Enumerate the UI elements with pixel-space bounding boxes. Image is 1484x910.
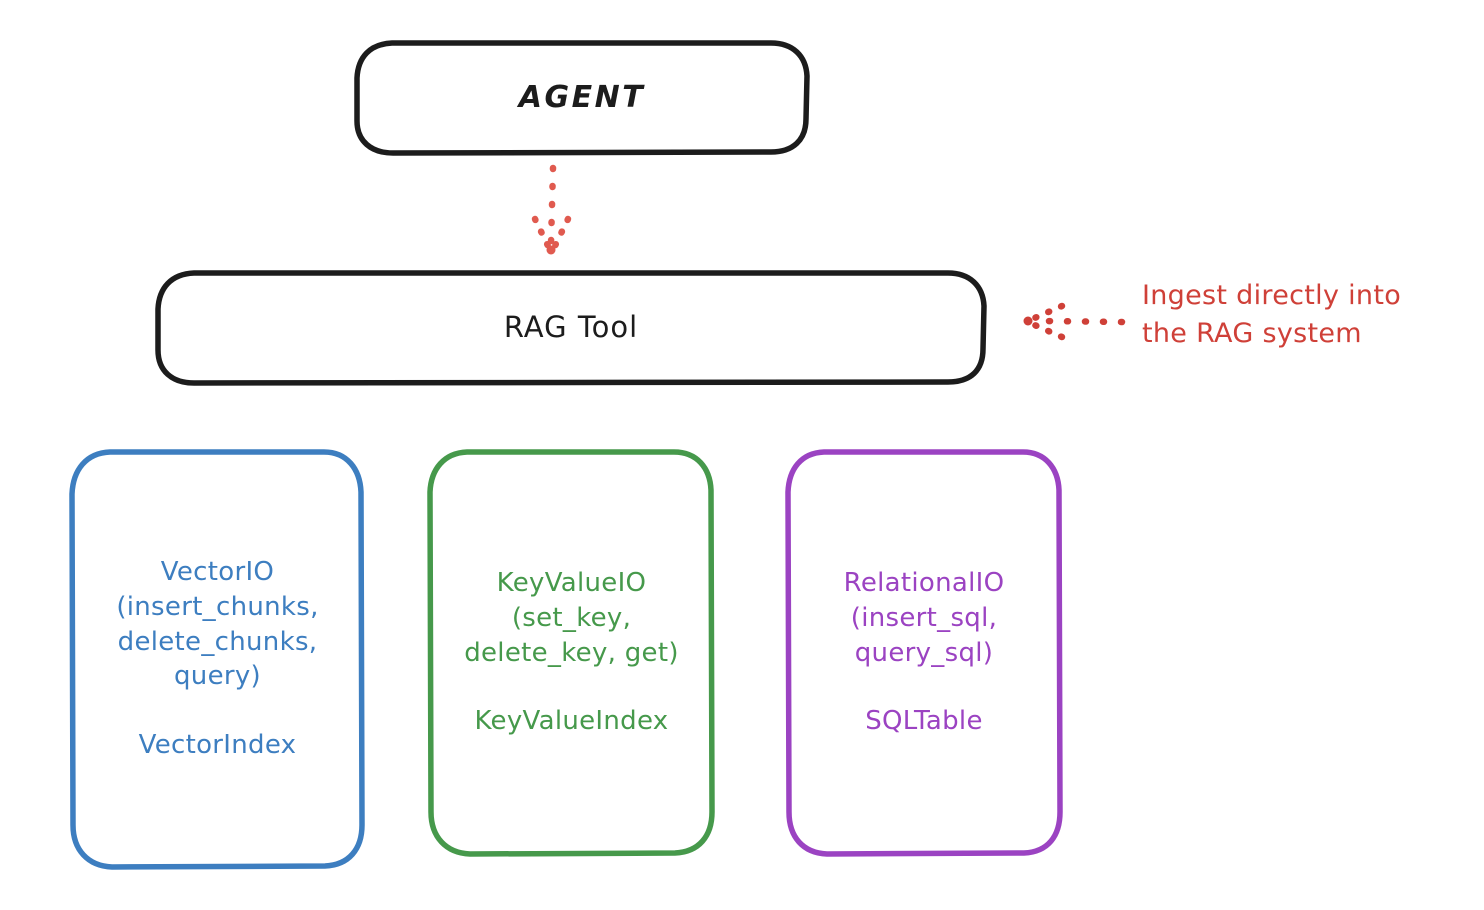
keyvalueio-node[interactable]: KeyValueIO (set_key, delete_key, get) Ke… (430, 450, 713, 855)
agent-to-rag-tool-arrow (531, 164, 572, 255)
agent-box-outline (354, 40, 810, 156)
relationalio-node-label: RelationalIO (insert_sql, query_sql) (843, 567, 1005, 668)
keyvalueio-node-label: KeyValueIO (set_key, delete_key, get) (464, 567, 679, 668)
relationalio-box-outline (785, 449, 1063, 857)
vectorio-node[interactable]: VectorIO (insert_chunks, delete_chunks, … (72, 450, 363, 868)
ingest-annotation-text: Ingest directly into the RAG system (1142, 280, 1402, 350)
keyvalueio-box-outline (427, 449, 715, 857)
rag-tool-node[interactable]: RAG Tool (158, 272, 984, 384)
relationalio-table-label: SQLTable (865, 706, 983, 737)
rag-tool-box-outline (155, 270, 987, 386)
ingest-annotation-arrow (1023, 302, 1126, 341)
relationalio-node[interactable]: RelationalIO (insert_sql, query_sql) SQL… (788, 450, 1060, 855)
vectorio-node-label: VectorIO (insert_chunks, delete_chunks, … (116, 556, 319, 692)
agent-node[interactable]: AGENT (357, 42, 807, 154)
rag-tool-node-label: RAG Tool (503, 310, 639, 345)
vectorio-box-outline (69, 449, 365, 870)
keyvalueio-index-label: KeyValueIndex (474, 706, 669, 737)
vectorio-index-label: VectorIndex (138, 730, 297, 761)
agent-node-label: AGENT (518, 79, 646, 115)
